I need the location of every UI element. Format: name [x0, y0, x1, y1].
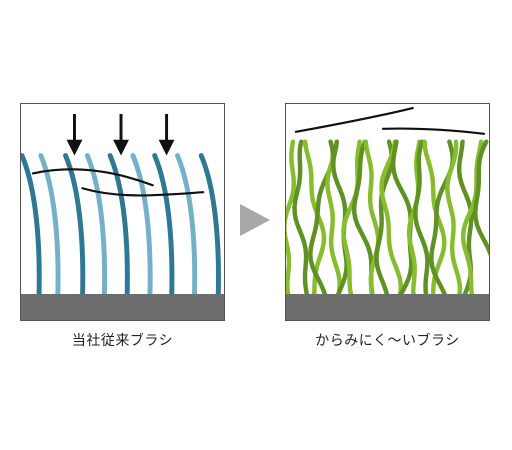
- bristle: [107, 153, 130, 305]
- bristle: [286, 139, 297, 299]
- hair-strand: [381, 127, 486, 135]
- bristle: [406, 139, 422, 299]
- play-triangle-icon: [240, 204, 270, 236]
- bristle: [445, 139, 463, 299]
- down-arrow-icon: [66, 113, 83, 156]
- hair-strands: [31, 168, 205, 197]
- pressure-arrows: [66, 113, 175, 156]
- bristle: [379, 139, 403, 299]
- bristle: [21, 153, 42, 305]
- wavy-bristles: [286, 139, 489, 299]
- hair-strand: [31, 168, 154, 187]
- hair-strand: [81, 187, 205, 197]
- bristle: [63, 153, 86, 305]
- bristle: [84, 153, 108, 305]
- bristle: [292, 139, 310, 299]
- bristle: [429, 139, 455, 299]
- bristle: [374, 139, 394, 299]
- hair-strands: [294, 106, 486, 135]
- bristle: [130, 153, 153, 305]
- tangle-resistant-brush-illustration: [286, 106, 489, 299]
- bristle: [198, 153, 221, 305]
- straight-bristles: [21, 153, 221, 305]
- down-arrow-icon: [113, 113, 129, 156]
- bristle: [325, 139, 342, 299]
- conventional-brush-caption: 当社従来ブラシ: [71, 333, 174, 349]
- brush-base: [21, 294, 224, 320]
- bristle: [174, 153, 198, 305]
- brush-base: [286, 294, 489, 320]
- down-arrow-icon: [158, 113, 175, 156]
- bristle: [38, 153, 61, 305]
- tangle-resistant-brush-panel: [285, 103, 490, 321]
- bristle: [413, 139, 430, 299]
- conventional-brush-illustration: [21, 113, 221, 305]
- bristle: [341, 139, 362, 299]
- conventional-brush-panel: [20, 103, 225, 321]
- bristle: [473, 139, 489, 257]
- bristle: [363, 139, 381, 299]
- bristle: [152, 153, 175, 305]
- tangle-resistant-brush-caption: からみにく〜いブラシ: [315, 333, 460, 349]
- hair-strand: [294, 106, 414, 133]
